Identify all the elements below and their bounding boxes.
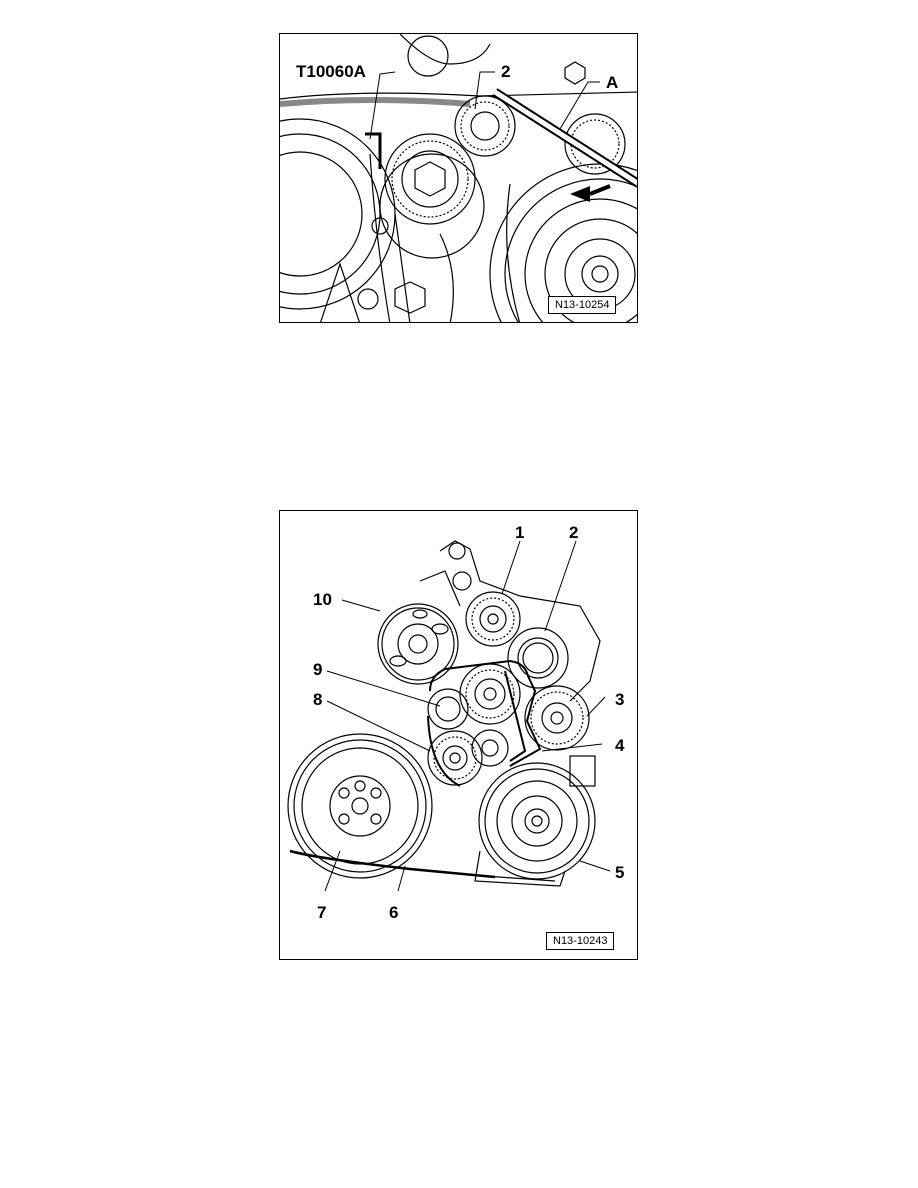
callout-item-2: 2 (569, 523, 579, 542)
direction-arrow-icon (570, 184, 611, 202)
callout-item-9: 9 (313, 660, 323, 679)
tensioner-illustration (280, 34, 637, 322)
callout-item-2: 2 (501, 62, 511, 81)
callout-item-1: 1 (515, 523, 525, 542)
callout-item-5: 5 (615, 863, 625, 882)
callout-item-7: 7 (317, 903, 327, 922)
callout-tool-label: T10060A (296, 62, 366, 81)
callout-item-3: 3 (615, 690, 625, 709)
belt-routing-diagram-figure: 1 2 3 4 5 6 7 8 9 10 N13-10243 (279, 510, 638, 960)
figure-reference-code: N13-10254 (548, 296, 617, 314)
belt-routing-illustration (287, 540, 611, 892)
figure-reference-code: N13-10243 (546, 932, 615, 950)
callout-item-8: 8 (313, 690, 323, 709)
callout-item-10: 10 (313, 590, 332, 609)
callout-item-a: A (606, 73, 619, 92)
callout-item-4: 4 (615, 736, 625, 755)
belt-tensioner-detail-figure: T10060A 2 A N13-10254 (279, 33, 638, 323)
callout-item-6: 6 (389, 903, 399, 922)
